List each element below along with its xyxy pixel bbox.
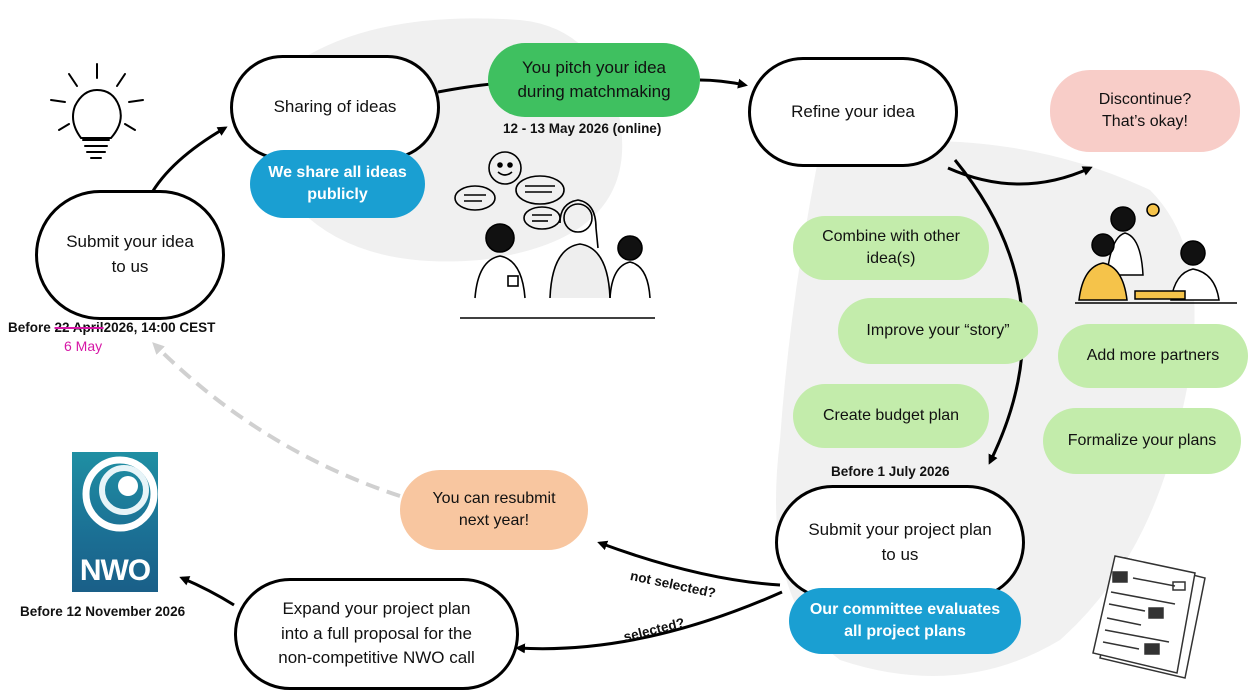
deadline-idea-new-date: 6 May (64, 338, 103, 354)
arrow-pitch-to-refine (699, 78, 748, 89)
deadline-idea-old-date: 22 April (54, 320, 104, 335)
submit-idea-node: Submit your idea to us (35, 190, 225, 320)
pitch-idea-badge: You pitch your idea during matchmaking (488, 43, 700, 117)
expand-proposal-node: Expand your project plan into a full pro… (234, 578, 519, 690)
refine-idea-node: Refine your idea (748, 57, 958, 167)
share-publicly-badge: We share all ideas publicly (250, 150, 425, 218)
budget-plan-badge: Create budget plan (793, 384, 989, 448)
committee-evaluates-badge: Our committee evaluates all project plan… (789, 588, 1021, 654)
team-idea-illustration (1075, 203, 1237, 304)
deadline-proposal-label: Before 12 November 2026 (20, 604, 186, 619)
combine-ideas-badge: Combine with other idea(s) (793, 216, 989, 280)
sharing-ideas-node: Sharing of ideas (230, 55, 440, 160)
add-partners-badge: Add more partners (1058, 324, 1248, 388)
arrow-submit-to-sharing (148, 126, 228, 197)
deadline-idea-prefix: Before (8, 320, 51, 335)
improve-story-badge: Improve your “story” (838, 298, 1038, 364)
nwo-logo-text: NWO (79, 554, 151, 587)
matchmaking-date-label: 12 - 13 May 2026 (online) (503, 121, 662, 136)
arrow-expand-to-logo (179, 576, 235, 607)
formalize-plans-badge: Formalize your plans (1043, 408, 1241, 474)
arrow-sharing-to-pitch (437, 82, 493, 94)
submit-plan-node: Submit your project plan to us (775, 485, 1025, 600)
discontinue-badge: Discontinue? That’s okay! (1050, 70, 1240, 152)
deadline-plan-label: Before 1 July 2026 (831, 464, 950, 479)
lightbulb-icon (50, 63, 144, 159)
nwo-logo-swirl (82, 456, 158, 532)
people-discussion-illustration (454, 151, 655, 319)
arrow-plan-to-resubmit (597, 540, 781, 587)
resubmit-badge: You can resubmit next year! (400, 470, 588, 550)
deadline-idea-label: Before 22 April2026, 14:00 CEST (8, 320, 215, 335)
arrow-plan-to-expand (515, 590, 783, 654)
deadline-idea-rest: 2026, 14:00 CEST (103, 320, 216, 335)
nwo-logo: NWO (72, 452, 158, 592)
documents-illustration (1092, 555, 1206, 679)
arrow-resubmit-to-submit (152, 342, 401, 498)
